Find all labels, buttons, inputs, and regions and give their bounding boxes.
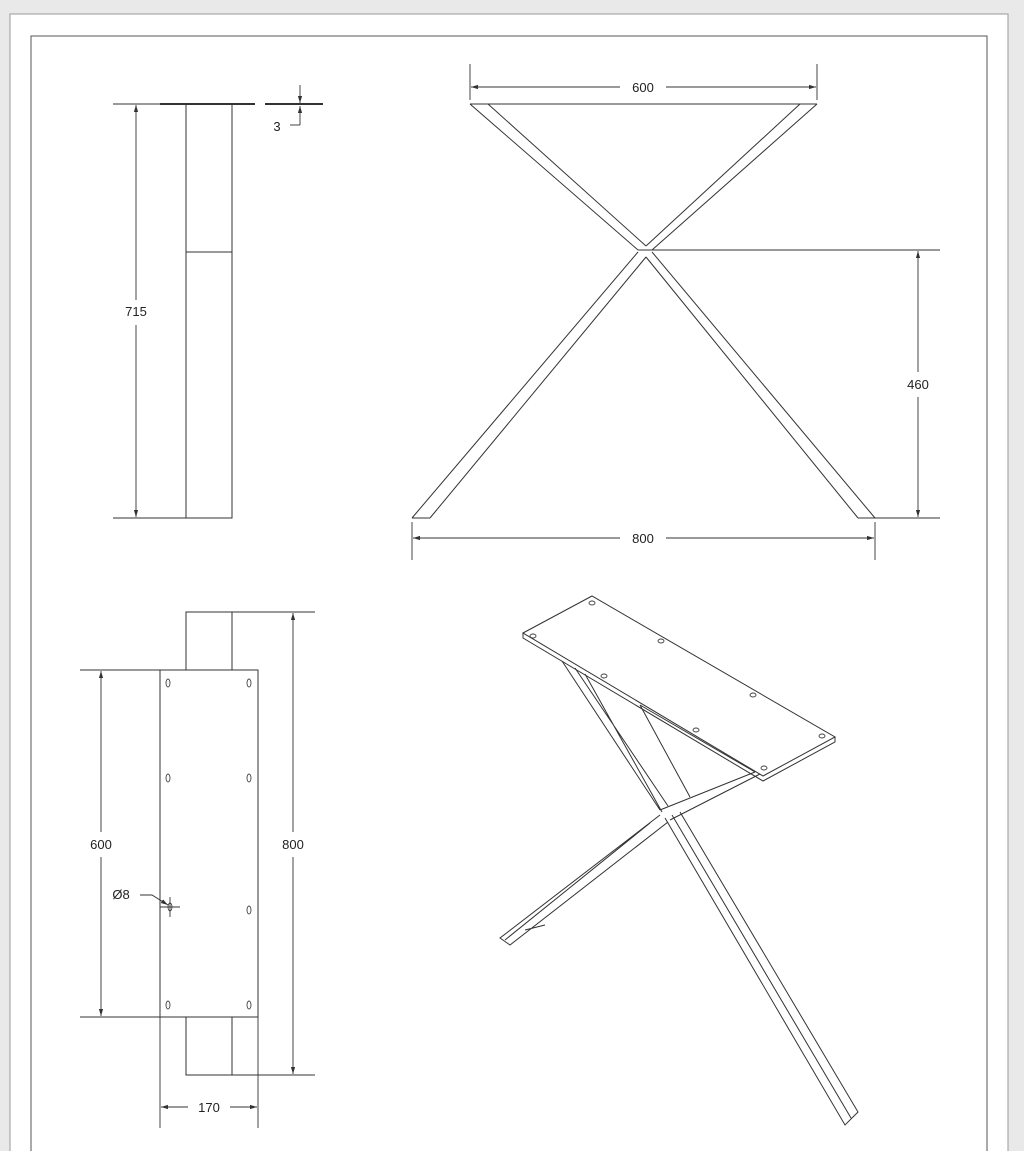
isometric-view (499, 595, 859, 1126)
plate-thickness-label: 3 (273, 119, 280, 134)
bottom-width-label: 800 (632, 531, 654, 546)
plate-length-label: 600 (90, 837, 112, 852)
drawing-frame (30, 35, 988, 1151)
top-width-label: 600 (632, 80, 654, 95)
top-view: Ø8 600 800 170 (80, 611, 315, 1128)
hole-diameter-label: Ø8 (112, 887, 129, 902)
total-length-label: 800 (282, 837, 304, 852)
drawing-sheet (9, 13, 1009, 1151)
side-view: 715 3 (113, 85, 323, 519)
width-label: 170 (198, 1100, 220, 1115)
side-height-label: 715 (125, 304, 147, 319)
crossing-height-label: 460 (907, 377, 929, 392)
front-view: 600 460 800 (411, 64, 940, 560)
